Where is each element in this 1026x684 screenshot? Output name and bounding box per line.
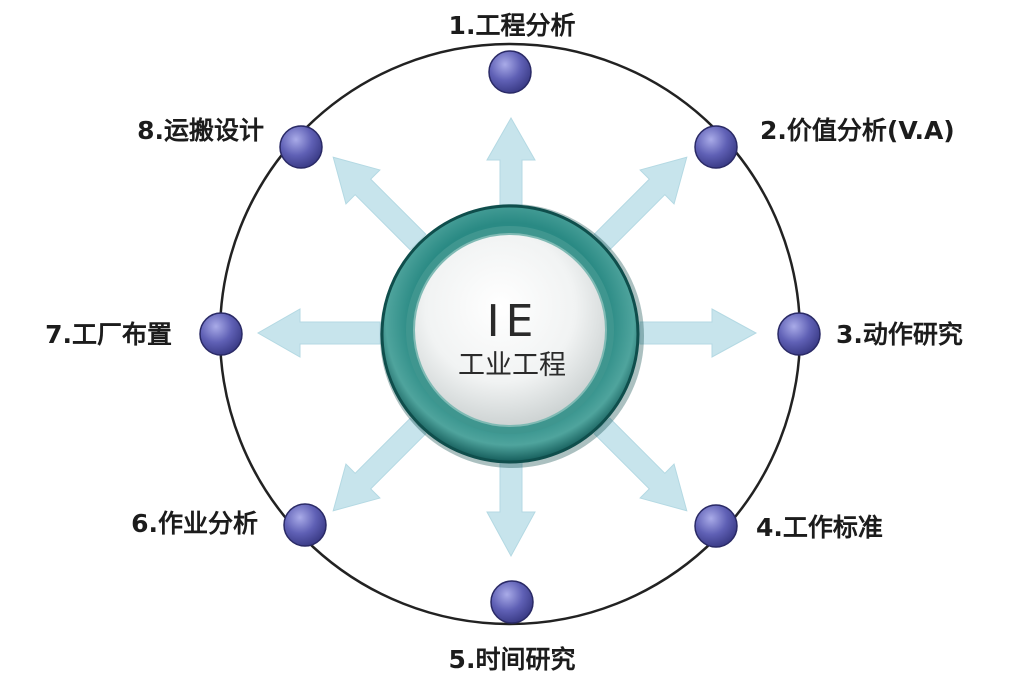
node-label-2: 2.价值分析(V.A) [760,116,955,145]
node-labels: 1.工程分析 2.价值分析(V.A) 3.动作研究 4.工作标准 5.时间研究 … [45,11,963,674]
arrow-right [639,308,758,358]
node-dot-8 [279,125,323,169]
node-label-1: 1.工程分析 [449,11,576,40]
center-hub: IE 工业工程 [380,204,644,468]
node-label-5: 5.时间研究 [449,645,576,674]
node-dot-4 [694,504,738,548]
node-label-6: 6.作业分析 [131,509,258,538]
arrows [256,116,758,558]
node-dot-7 [199,312,243,356]
node-label-4: 4.工作标准 [756,513,883,542]
node-label-7: 7.工厂布置 [45,320,172,349]
node-label-8: 8.运搬设计 [137,116,264,145]
center-subtitle: 工业工程 [458,350,566,381]
node-dot-3 [777,312,821,356]
orbit-nodes [199,50,821,624]
arrow-up-right [593,156,688,251]
arrow-left [256,308,381,358]
arrow-up-left [332,156,427,251]
node-dot-2 [694,125,738,169]
node-dot-6 [283,503,327,547]
center-title: IE [487,296,540,347]
node-dot-5 [490,580,534,624]
arrow-down-right [593,417,688,512]
node-label-3: 3.动作研究 [836,320,963,349]
arrow-down-left [332,417,427,512]
node-dot-1 [488,50,532,94]
